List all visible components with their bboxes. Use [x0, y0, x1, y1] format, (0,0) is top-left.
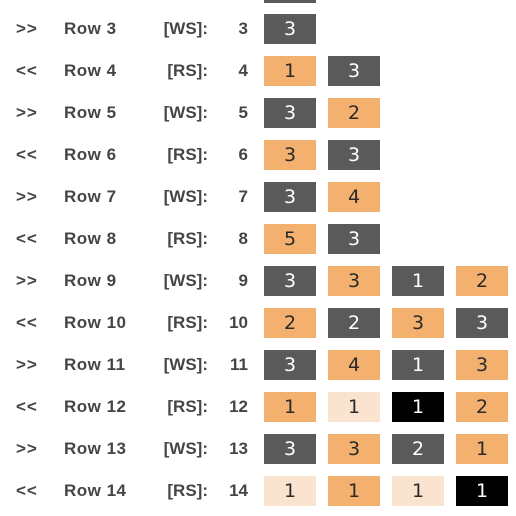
row-name: Row 14: [64, 481, 127, 500]
row-number: 12: [229, 397, 248, 416]
direction-indicator: <<: [16, 481, 38, 500]
direction-indicator: >>: [16, 439, 38, 458]
count-cell: 1: [392, 266, 444, 296]
side-label: [WS]:: [163, 187, 208, 206]
count-cell: 1: [264, 476, 316, 506]
row-name: Row 3: [64, 19, 117, 38]
row-name: Row 9: [64, 271, 117, 290]
count-cell: 1: [264, 392, 316, 422]
direction-indicator: >>: [16, 271, 38, 290]
side-label: [RS]:: [167, 481, 208, 500]
row-number: 4: [238, 61, 248, 80]
count-cell: 3: [328, 56, 380, 86]
row-number: 11: [230, 355, 248, 374]
count-cell: 3: [264, 182, 316, 212]
count-cell: 2: [456, 266, 508, 296]
row-name: Row 8: [64, 229, 117, 248]
side-label: [RS]:: [167, 145, 208, 164]
row-number: 7: [238, 187, 248, 206]
row-name: Row 5: [64, 103, 117, 122]
count-cell: 1: [392, 350, 444, 380]
count-cell: 2: [392, 434, 444, 464]
row-number: 8: [238, 229, 248, 248]
count-cell: 3: [328, 266, 380, 296]
row-name: Row 6: [64, 145, 117, 164]
count-cell: 2: [328, 308, 380, 338]
count-cell: 1: [264, 56, 316, 86]
count-cell: 4: [328, 350, 380, 380]
direction-indicator: <<: [16, 229, 38, 248]
direction-indicator: >>: [16, 355, 38, 374]
count-cell: 1: [456, 476, 508, 506]
direction-indicator: <<: [16, 61, 38, 80]
count-cell: 3: [456, 308, 508, 338]
side-label: [RS]:: [167, 229, 208, 248]
direction-indicator: <<: [16, 397, 38, 416]
direction-indicator: <<: [16, 145, 38, 164]
count-cell: 3: [328, 224, 380, 254]
row-number: 3: [238, 19, 248, 38]
count-cell: 1: [456, 434, 508, 464]
count-cell: 1: [328, 392, 380, 422]
count-cell: 3: [264, 14, 316, 44]
count-cell: 3: [456, 350, 508, 380]
side-label: [WS]:: [163, 271, 208, 290]
count-cell: 3: [328, 140, 380, 170]
row-name: Row 10: [64, 313, 127, 332]
row-name: Row 4: [64, 61, 117, 80]
row-number: 5: [238, 103, 248, 122]
direction-indicator: >>: [16, 187, 38, 206]
direction-indicator: >>: [16, 103, 38, 122]
count-cell: 3: [264, 266, 316, 296]
count-cell: 3: [264, 98, 316, 128]
count-cell: 3: [328, 434, 380, 464]
row-name: Row 11: [64, 355, 126, 374]
count-cell: 1: [392, 392, 444, 422]
row-number: 10: [229, 313, 248, 332]
count-cell: 2: [456, 392, 508, 422]
previous-row-cell-edge: [264, 0, 316, 3]
row-number: 14: [229, 481, 248, 500]
side-label: [WS]:: [163, 103, 208, 122]
count-cell: 2: [328, 98, 380, 128]
row-number: 9: [238, 271, 248, 290]
count-cell: 3: [392, 308, 444, 338]
direction-indicator: <<: [16, 313, 38, 332]
count-cell: 1: [392, 476, 444, 506]
side-label: [RS]:: [167, 397, 208, 416]
count-cell: 3: [264, 140, 316, 170]
count-cell: 2: [264, 308, 316, 338]
side-label: [WS]:: [163, 439, 208, 458]
row-number: 13: [229, 439, 248, 458]
row-name: Row 13: [64, 439, 127, 458]
side-label: [RS]:: [167, 313, 208, 332]
row-name: Row 12: [64, 397, 127, 416]
row-name: Row 7: [64, 187, 117, 206]
count-cell: 1: [328, 476, 380, 506]
count-cell: 4: [328, 182, 380, 212]
side-label: [WS]:: [163, 355, 208, 374]
side-label: [WS]:: [163, 19, 208, 38]
count-cell: 3: [264, 350, 316, 380]
side-label: [RS]:: [167, 61, 208, 80]
count-cell: 3: [264, 434, 316, 464]
row-number: 6: [238, 145, 248, 164]
direction-indicator: >>: [16, 19, 38, 38]
count-cell: 5: [264, 224, 316, 254]
